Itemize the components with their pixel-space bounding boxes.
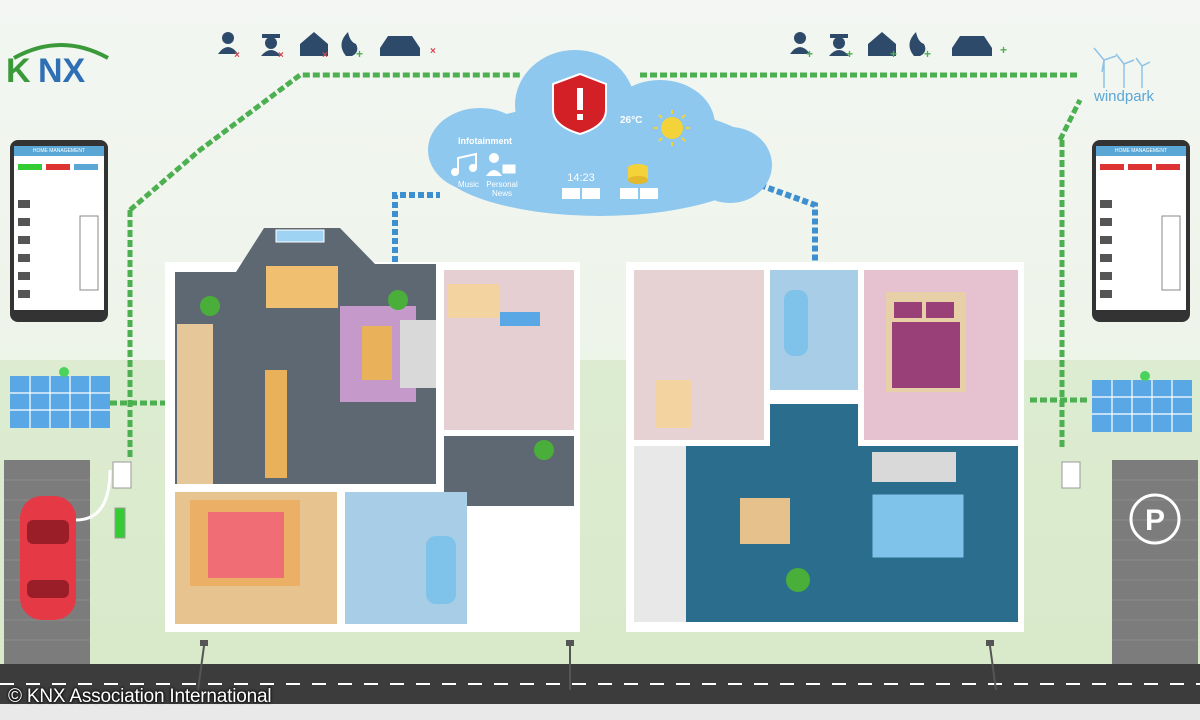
music-label: Music bbox=[458, 180, 479, 189]
home-management-screen-right: HOME MANAGEMENT bbox=[1096, 146, 1186, 310]
network-cable-green bbox=[110, 72, 1090, 460]
windpark-label: windpark bbox=[1094, 88, 1155, 105]
svg-text:×: × bbox=[430, 46, 436, 57]
charging-station-left bbox=[112, 461, 132, 489]
svg-text:+: + bbox=[356, 47, 363, 60]
wind-turbines bbox=[1093, 47, 1151, 88]
alert-shield-icon bbox=[552, 72, 607, 136]
svg-text:+: + bbox=[890, 47, 897, 60]
sun-icon bbox=[654, 110, 690, 146]
battery-indicator bbox=[114, 507, 126, 539]
svg-text:×: × bbox=[278, 50, 284, 60]
copyright-credit: © KNX Association International bbox=[8, 686, 272, 707]
time-label: 14:23 bbox=[567, 172, 595, 184]
home-management-controls bbox=[18, 164, 99, 298]
personal-news-icon bbox=[486, 153, 517, 176]
car-x-icon bbox=[380, 36, 420, 56]
temperature-label: 26°C bbox=[620, 115, 643, 126]
coins-icon bbox=[628, 164, 648, 184]
home-management-screen: HOME MANAGEMENT bbox=[14, 146, 104, 310]
living-room bbox=[175, 228, 436, 484]
personal-news-label: Personal News bbox=[486, 180, 518, 198]
svg-text:+: + bbox=[924, 47, 931, 60]
bathroom-right bbox=[770, 270, 858, 390]
svg-text:+: + bbox=[846, 47, 853, 60]
home-management-header: HOME MANAGEMENT bbox=[14, 146, 104, 156]
coin-stepper bbox=[620, 188, 658, 199]
smartphone-right: HOME MANAGEMENT bbox=[1092, 140, 1190, 322]
house-plus-icon bbox=[868, 32, 896, 56]
time-stepper bbox=[562, 188, 600, 199]
svg-text:×: × bbox=[322, 50, 328, 60]
svg-text:P: P bbox=[1145, 504, 1165, 537]
smartphone-left: HOME MANAGEMENT bbox=[10, 140, 108, 322]
charging-station-right bbox=[1061, 461, 1081, 489]
left-house bbox=[165, 228, 580, 632]
person-plus-icon bbox=[794, 32, 806, 44]
parking-sign bbox=[1129, 493, 1181, 545]
network-cable-blue bbox=[392, 182, 818, 262]
fire-plus-icon bbox=[909, 32, 926, 56]
fire-plus-icon bbox=[341, 32, 358, 56]
svg-text:+: + bbox=[806, 47, 813, 60]
svg-text:×: × bbox=[234, 50, 240, 60]
street-lamps bbox=[197, 640, 997, 691]
burglar-x-icon bbox=[265, 37, 277, 49]
home-management-controls-right bbox=[1100, 164, 1181, 298]
knx-logo: K NX bbox=[6, 43, 109, 88]
right-house bbox=[626, 262, 1024, 632]
status-icons-right: + + + + + bbox=[786, 28, 1026, 60]
car-plus-icon bbox=[952, 36, 992, 56]
status-icons-left: × × × × + bbox=[214, 28, 454, 60]
person-x-icon bbox=[222, 32, 234, 44]
burglar-plus-icon bbox=[833, 37, 845, 49]
svg-text:NX: NX bbox=[38, 52, 86, 88]
solar-panel-left bbox=[10, 367, 110, 428]
electric-car bbox=[20, 469, 112, 620]
music-icon bbox=[451, 152, 477, 176]
house-x-icon bbox=[300, 32, 328, 56]
svg-text:+: + bbox=[1000, 43, 1007, 57]
solar-panel-right bbox=[1092, 371, 1192, 432]
infotainment-label: Infotainment bbox=[458, 136, 512, 146]
svg-text:K: K bbox=[6, 52, 31, 88]
home-management-header-right: HOME MANAGEMENT bbox=[1096, 146, 1186, 156]
parking-right bbox=[1112, 460, 1198, 664]
study-room bbox=[634, 270, 764, 440]
